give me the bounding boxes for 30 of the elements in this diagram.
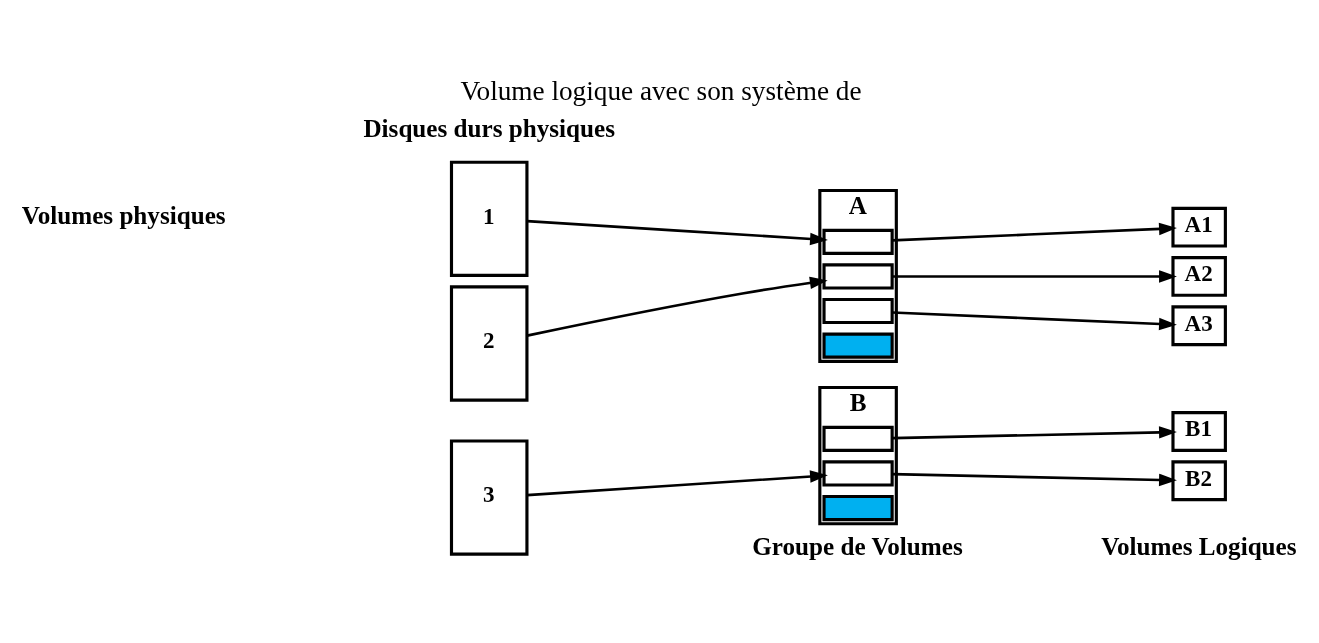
node-box xyxy=(822,263,894,290)
arrow xyxy=(892,222,1177,242)
node-box xyxy=(822,425,894,452)
node-box: B2 xyxy=(1171,460,1227,502)
arrow xyxy=(892,270,1177,283)
node-bar xyxy=(822,332,894,359)
label: Volumes Logiques xyxy=(1101,533,1297,561)
cluster: B xyxy=(818,385,898,526)
arrow xyxy=(892,311,1177,331)
node-box xyxy=(822,460,894,487)
node-box: 2 xyxy=(449,285,529,402)
node-box xyxy=(822,297,894,325)
arrow xyxy=(527,470,828,497)
node-box: A3 xyxy=(1171,305,1227,347)
label: Groupe de Volumes xyxy=(752,533,963,561)
node-box: 3 xyxy=(449,439,529,556)
arrow xyxy=(527,219,828,246)
node-bar xyxy=(822,494,894,522)
node-box: A1 xyxy=(1171,206,1227,248)
node-box: 1 xyxy=(449,160,529,277)
node-box xyxy=(822,228,894,255)
arrow xyxy=(892,472,1177,487)
cluster: A xyxy=(818,188,898,363)
label: Volumes physiques xyxy=(21,202,226,230)
arrow xyxy=(892,426,1177,440)
node-box: B1 xyxy=(1171,411,1227,452)
diagram-title: Volume logique avec son système de xyxy=(460,76,862,107)
label: Disques durs physiques xyxy=(363,115,615,143)
node-box: A2 xyxy=(1171,256,1227,297)
arrow xyxy=(526,276,828,337)
